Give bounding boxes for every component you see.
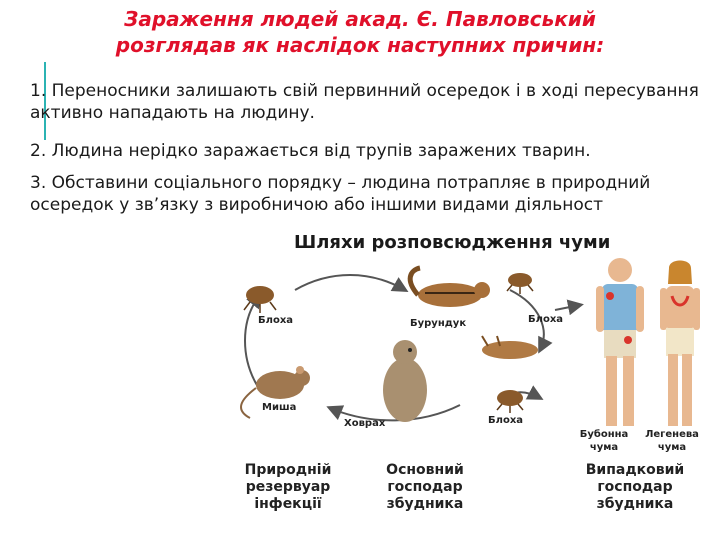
label-flea-top: Блоха [528,314,564,325]
title-line-1: Зараження людей акад. Є. Павловський [124,7,596,31]
mouse-icon [240,366,310,419]
dead-chipmunk-icon [481,335,538,359]
list-item-text: Обставини соціального порядку – людина п… [30,173,651,215]
flea-left-icon [243,286,277,313]
man-figure-icon [596,258,644,426]
cycle-arrow [509,289,553,354]
cycle-arrow [326,404,461,422]
chipmunk-icon [407,265,490,307]
label-chipmunk: Бурундук [410,318,467,329]
list-item-number: 1. [30,81,47,101]
list-item-number: 2. [30,141,47,161]
label-gopher: Ховрах [344,418,386,429]
gopher-icon [383,340,427,422]
plague-transmission-diagram [240,258,700,426]
flea-top-icon [506,273,534,294]
cycle-arrow [244,291,263,391]
figure-title: Шляхи розповсюдження чуми [294,232,611,253]
list-item-3: 3. Обставини соціального порядку – людин… [30,172,700,216]
woman-figure-icon [660,260,700,426]
flea-bottom-icon [496,390,524,413]
list-item-2: 2. Людина нерідко заражається від трупів… [30,140,710,162]
label-pneumonic-plague: Легенева чума [645,429,699,453]
cycle-arrow [294,274,409,292]
label-bubonic-plague: Бубонна чума [579,429,629,453]
list-item-text: Переносники залишають свій первинний осе… [30,81,699,123]
list-item-1: 1. Переносники залишають свій первинний … [30,80,700,124]
list-item-number: 3. [30,173,47,193]
spread-arrow [554,299,584,316]
label-flea-bottom: Блоха [488,415,524,426]
slide-title: Зараження людей акад. Є. Павловський роз… [40,6,680,58]
title-line-2: розглядав як наслідок наступних причин: [115,33,605,57]
text-cursor [44,62,46,140]
list-item-text: Людина нерідко заражається від трупів за… [51,141,591,161]
label-mouse: Миша [262,402,297,413]
label-flea-left: Блоха [258,315,294,326]
caption-main-host: Основний господар збудника [386,462,464,512]
caption-natural-reservoir: Природній резервуар інфекції [244,462,332,512]
caption-incidental-host: Випадковий господар збудника [585,462,685,512]
